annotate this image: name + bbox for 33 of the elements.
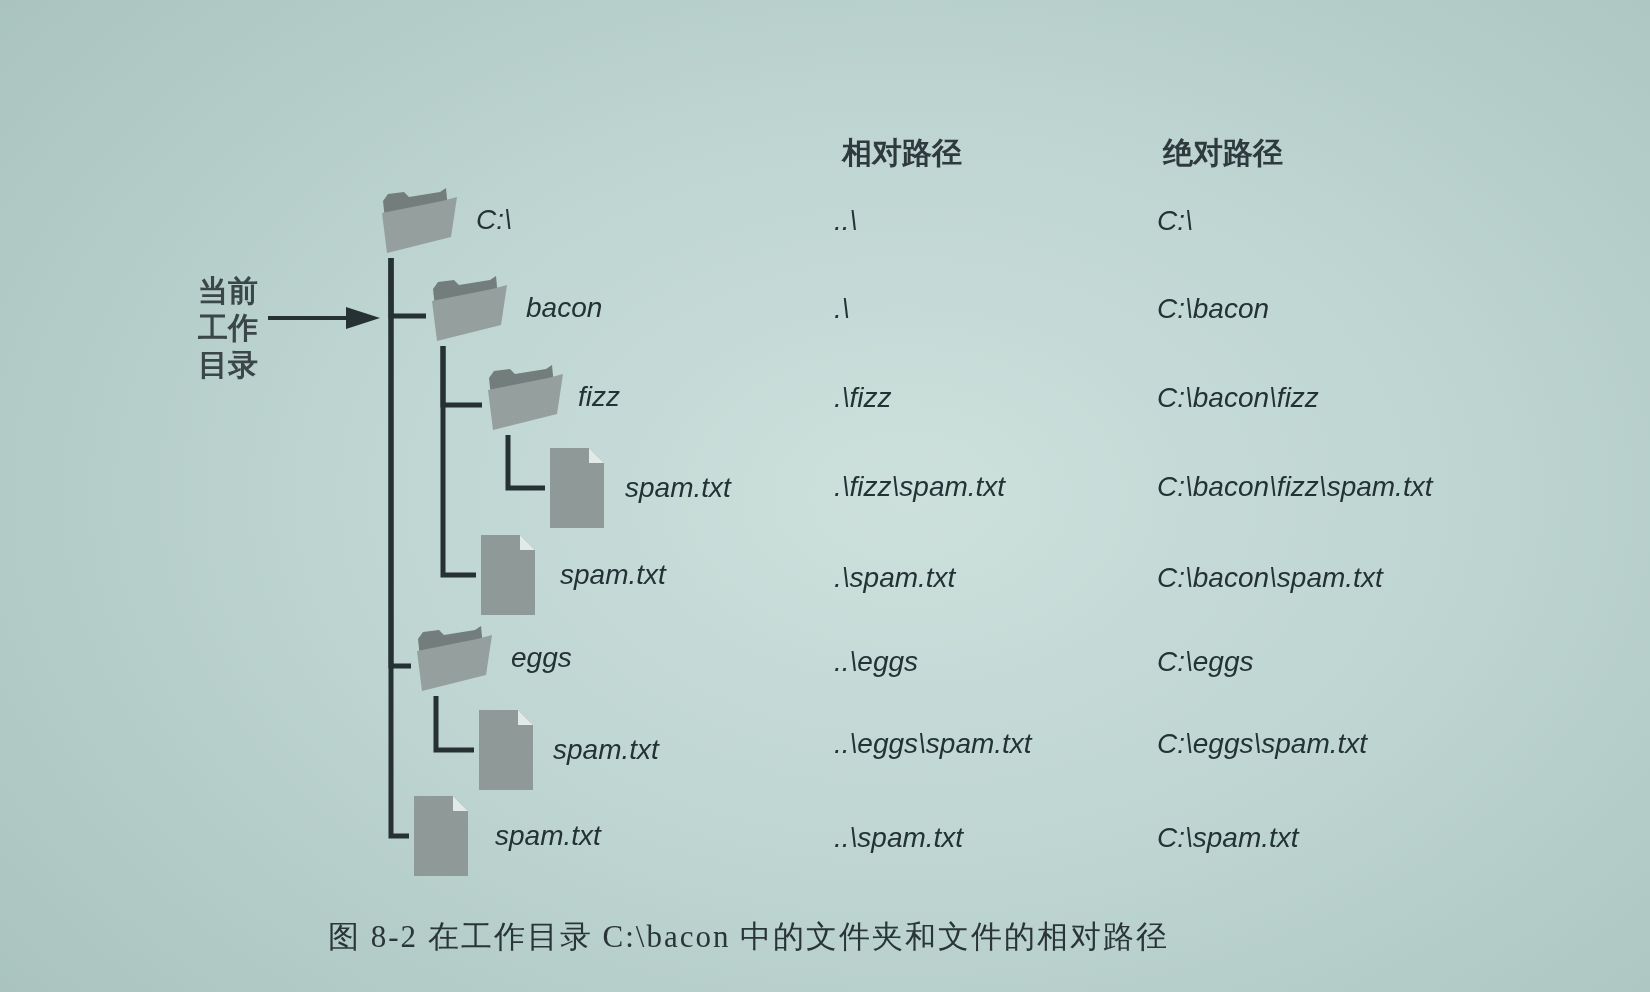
file-name: spam.txt — [560, 558, 666, 592]
folder-name: C:\ — [476, 203, 512, 237]
figure-caption: 图 8-2 在工作目录 C:\bacon 中的文件夹和文件的相对路径 — [328, 918, 1170, 956]
path-text: C:\eggs\spam.txt — [1157, 727, 1368, 761]
path-text: .\fizz — [834, 381, 892, 415]
path-text: C:\bacon\fizz\spam.txt — [1157, 470, 1433, 504]
tree-line — [440, 346, 476, 578]
path-text: C:\eggs — [1157, 645, 1254, 679]
tree-line — [433, 696, 474, 753]
path-text: C:\bacon\fizz — [1157, 381, 1319, 415]
path-text: .\spam.txt — [834, 561, 956, 595]
folder-name: bacon — [526, 291, 603, 325]
column-header: 相对路径 — [842, 134, 962, 172]
path-text: C:\ — [1157, 204, 1193, 238]
arrow — [268, 307, 380, 329]
path-text: ..\eggs\spam.txt — [834, 727, 1032, 761]
path-text: .\fizz\spam.txt — [834, 470, 1006, 504]
path-text: ..\ — [834, 204, 858, 238]
tree-line — [388, 258, 409, 839]
folder-name: eggs — [511, 641, 572, 675]
file-name: spam.txt — [553, 733, 659, 767]
column-header: 绝对路径 — [1163, 134, 1283, 172]
file-name: spam.txt — [495, 819, 601, 853]
callout-label: 当前工作目录 — [198, 272, 260, 383]
path-text: C:\bacon\spam.txt — [1157, 561, 1383, 595]
path-text: ..\spam.txt — [834, 821, 964, 855]
path-text: C:\bacon — [1157, 292, 1270, 326]
folder-name: fizz — [578, 380, 620, 414]
path-text: ..\eggs — [834, 645, 919, 679]
path-text: .\ — [834, 292, 850, 326]
path-text: C:\spam.txt — [1157, 821, 1299, 855]
tree-line — [505, 435, 545, 491]
file-name: spam.txt — [625, 471, 731, 505]
